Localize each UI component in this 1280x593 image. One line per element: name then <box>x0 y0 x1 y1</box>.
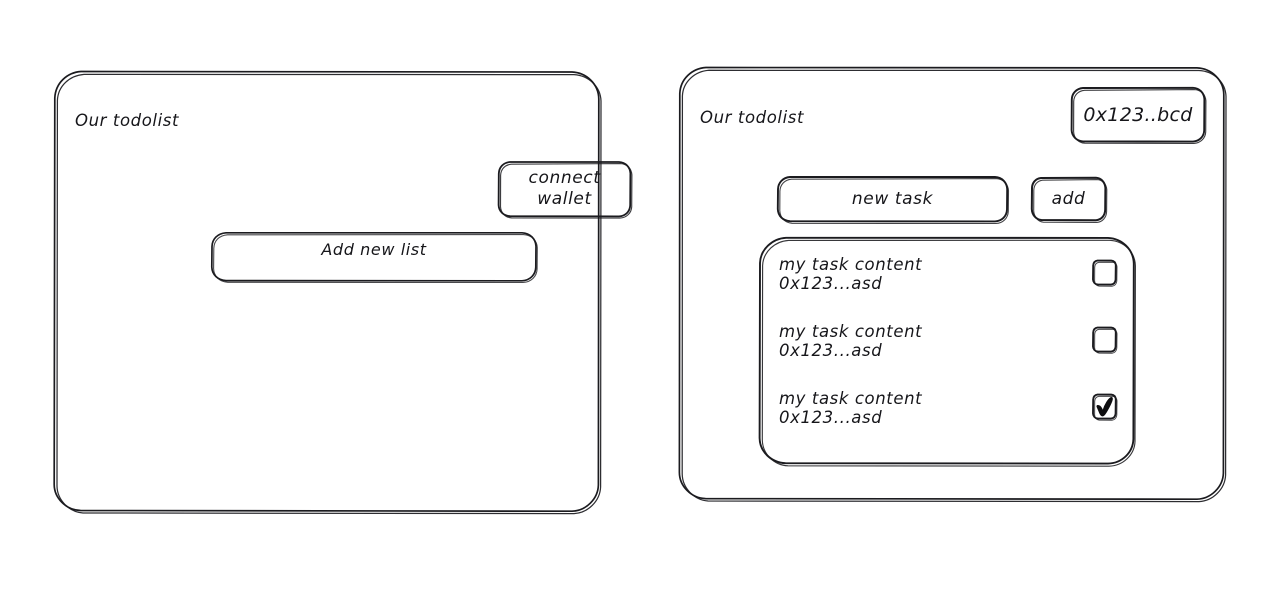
task-content: my task content <box>779 389 923 408</box>
task-row-3[interactable]: my task content 0x123...asd <box>758 389 1135 437</box>
connect-screen-panel: Our todolist connect wallet <box>53 70 633 515</box>
task-checkbox[interactable] <box>1092 393 1118 421</box>
wallet-address-badge[interactable]: 0x123..bcd <box>1070 86 1207 144</box>
checkbox-empty-icon <box>1092 259 1118 287</box>
add-button-label: add <box>1051 189 1086 209</box>
connect-wallet-button[interactable]: connect wallet <box>497 160 633 219</box>
task-row-2[interactable]: my task content 0x123...asd <box>758 322 1135 370</box>
task-text: my task content 0x123...asd <box>779 322 922 361</box>
task-address: 0x123...asd <box>779 274 883 294</box>
page-title: Our todolist <box>700 108 805 127</box>
add-new-list-value: Add new list <box>321 240 427 259</box>
task-checkbox[interactable] <box>1092 326 1118 354</box>
checkbox-empty-icon <box>1092 326 1118 354</box>
task-rows-container: my task content 0x123...asd my task cont… <box>758 236 1135 465</box>
task-content: my task content <box>779 322 923 341</box>
task-checkbox[interactable] <box>1092 259 1118 287</box>
wallet-address-text: 0x123..bcd <box>1083 103 1193 126</box>
task-list-card: my task content 0x123...asd my task cont… <box>758 236 1136 467</box>
task-address: 0x123...asd <box>779 408 883 428</box>
task-text: my task content 0x123...asd <box>779 389 922 428</box>
task-text: my task content 0x123...asd <box>779 255 922 294</box>
add-new-list-input[interactable]: Add new list <box>210 231 538 284</box>
new-task-value: new task <box>851 189 934 209</box>
page-title: Our todolist <box>75 111 180 130</box>
add-task-button[interactable]: add <box>1030 176 1108 223</box>
checkbox-checked-icon <box>1092 393 1118 421</box>
task-address: 0x123...asd <box>779 341 883 361</box>
task-row-1[interactable]: my task content 0x123...asd <box>758 255 1135 303</box>
connect-wallet-label-line2: wallet <box>537 189 592 209</box>
new-task-input[interactable]: new task <box>776 175 1010 225</box>
task-content: my task content <box>779 255 923 274</box>
connect-wallet-label-line1: connect <box>528 168 601 189</box>
